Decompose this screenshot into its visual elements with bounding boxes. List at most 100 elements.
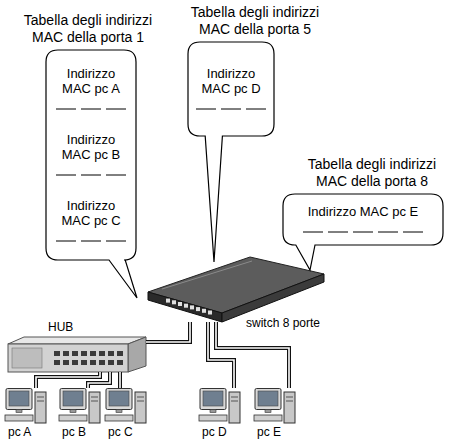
switch-port <box>166 299 170 303</box>
pc-device: pc B <box>58 388 102 424</box>
blank-dash <box>106 175 126 176</box>
network-cable <box>208 322 234 388</box>
switch-port <box>190 305 194 309</box>
blank-dash <box>353 232 373 233</box>
blank-field <box>56 98 126 112</box>
cable-outline <box>216 322 289 388</box>
network-cable <box>36 372 100 388</box>
cable-outline <box>88 372 110 388</box>
blank-dash <box>221 109 241 110</box>
mac-table-bubble: Tabella degli indirizzi MAC della porta … <box>283 194 443 245</box>
cable-core <box>216 322 289 388</box>
hub-port <box>81 360 87 365</box>
blank-dash <box>328 232 348 233</box>
hub-panel <box>12 348 42 368</box>
cable-outline <box>118 372 122 388</box>
blank-dash <box>56 175 76 176</box>
device-label: pc E <box>257 425 281 439</box>
blank-dash <box>106 109 126 110</box>
blank-field <box>196 98 266 112</box>
hub-port <box>117 351 123 356</box>
hub-port <box>117 360 123 365</box>
pc-icon <box>199 389 240 424</box>
hub-port <box>90 360 96 365</box>
hub-port <box>99 351 105 356</box>
pc-device: pc E <box>253 388 297 424</box>
blank-dash <box>56 241 76 242</box>
pc-icon <box>59 389 100 424</box>
switch-port <box>178 302 182 306</box>
hub-port <box>90 351 96 356</box>
blank-dash <box>378 232 398 233</box>
hub-port <box>99 360 105 365</box>
hub-device: HUB <box>6 336 146 372</box>
hub-front <box>8 344 128 372</box>
blank-dash <box>56 109 76 110</box>
speech-bubble <box>46 50 137 298</box>
hub-port <box>81 351 87 356</box>
blank-field <box>303 221 423 235</box>
network-cable <box>146 322 190 342</box>
switch-port <box>202 309 206 313</box>
pc-device: pc A <box>4 388 48 424</box>
table-title: Tabella degli indirizzi MAC della porta … <box>297 156 447 190</box>
device-label: HUB <box>48 320 73 334</box>
mac-entry: Indirizzo MAC pc B <box>52 132 130 162</box>
hub-side <box>128 337 146 372</box>
cable-core <box>88 372 110 388</box>
mac-table-bubble: Tabella degli indirizzi MAC della porta … <box>188 42 274 136</box>
device-label: pc B <box>62 425 86 439</box>
cable-outline <box>146 322 190 342</box>
cable-outline <box>208 322 234 388</box>
hub-top <box>8 337 146 344</box>
switch-port <box>208 311 212 315</box>
hub-port <box>63 360 69 365</box>
blank-dash <box>81 175 101 176</box>
device-label: pc D <box>202 425 227 439</box>
cable-core <box>36 372 100 388</box>
blank-dash <box>106 241 126 242</box>
table-title: Tabella degli indirizzi MAC della porta … <box>13 12 163 46</box>
switch-port <box>184 304 188 308</box>
hub-port <box>72 360 78 365</box>
network-cable <box>120 372 121 388</box>
switch-device: switch 8 porte <box>148 256 324 322</box>
pc-device: pc C <box>104 388 148 424</box>
switch-sheen <box>162 261 252 289</box>
hub-port <box>108 360 114 365</box>
speech-bubble <box>188 42 274 262</box>
switch-front <box>148 292 222 322</box>
mac-entry: Indirizzo MAC pc D <box>192 66 270 96</box>
blank-dash <box>403 232 423 233</box>
cable-outline <box>36 372 100 388</box>
hub-ports <box>54 351 123 365</box>
device-label: pc C <box>108 425 133 439</box>
device-label: switch 8 porte <box>246 316 320 330</box>
pc-icon <box>5 389 46 424</box>
hub-port <box>108 351 114 356</box>
switch-illustration <box>148 257 324 322</box>
switch-side <box>222 274 324 322</box>
pc-device: pc D <box>198 388 242 424</box>
blank-dash <box>81 241 101 242</box>
pc-icon <box>254 389 295 424</box>
mac-table-bubble: Tabella degli indirizzi MAC della porta … <box>46 50 136 260</box>
blank-field <box>56 164 126 178</box>
cable-core <box>119 372 121 388</box>
hub-port <box>54 351 60 356</box>
table-title: Tabella degli indirizzi MAC della porta … <box>180 4 330 38</box>
hub-port <box>54 360 60 365</box>
hub-port <box>63 351 69 356</box>
blank-dash <box>81 109 101 110</box>
cable-core <box>146 322 190 342</box>
switch-port <box>196 307 200 311</box>
cable-core <box>208 322 234 388</box>
device-label: pc A <box>8 425 31 439</box>
speech-bubble <box>283 194 443 270</box>
mac-entry: Indirizzo MAC pc A <box>52 66 130 96</box>
blank-dash <box>196 109 216 110</box>
blank-field <box>56 230 126 244</box>
switch-port <box>172 300 176 304</box>
mac-entry: Indirizzo MAC pc E <box>289 204 437 219</box>
mac-entry: Indirizzo MAC pc C <box>52 198 130 228</box>
